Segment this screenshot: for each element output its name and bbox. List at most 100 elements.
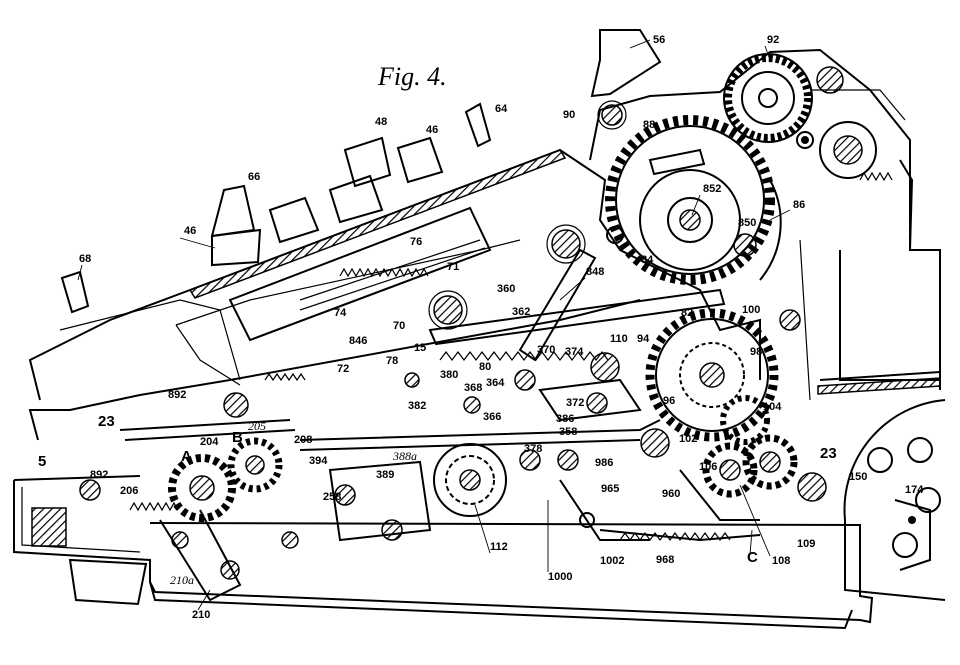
label-i205: 205 (248, 419, 266, 433)
label-l846: 846 (349, 335, 367, 347)
left-gear-train (79, 392, 296, 602)
gear-86 (605, 115, 782, 285)
label-l70: 70 (393, 320, 405, 332)
label-bB: B (232, 429, 243, 446)
pinion-gears (702, 434, 827, 502)
label-l102: 102 (679, 433, 697, 445)
label-l208: 208 (294, 434, 312, 446)
label-l106: 106 (699, 461, 717, 473)
foot-pad (68, 558, 148, 606)
label-l74: 74 (334, 307, 347, 319)
label-l206: 206 (120, 485, 138, 497)
label-i388a: 388a (392, 449, 417, 463)
key-46 (268, 196, 320, 244)
label-l94: 94 (637, 333, 650, 345)
label-l78: 78 (386, 355, 398, 367)
base-frame (13, 475, 874, 630)
label-l46a: 46 (426, 124, 438, 136)
right-upper-frame (589, 48, 941, 401)
label-l98: 98 (750, 346, 762, 358)
label-l48: 48 (375, 116, 387, 128)
label-l394: 394 (309, 455, 328, 467)
label-l852: 852 (703, 183, 721, 195)
label-l380: 380 (440, 369, 458, 381)
label-i210a: 210a (170, 573, 194, 587)
label-l84: 84 (641, 254, 654, 266)
key-64 (464, 102, 492, 148)
label-l56: 56 (653, 34, 665, 46)
label-l378: 378 (524, 443, 542, 455)
middle-mechanism (281, 224, 761, 549)
label-l382: 382 (408, 400, 426, 412)
label-l386: 386 (556, 413, 574, 425)
label-l80: 80 (479, 361, 491, 373)
label-l1002: 1002 (600, 555, 624, 567)
label-l76: 76 (410, 236, 422, 248)
key-56 (590, 29, 662, 98)
label-l108: 108 (772, 555, 790, 567)
label-l71: 71 (447, 261, 459, 273)
label-l68: 68 (79, 253, 91, 265)
label-l150: 150 (849, 471, 867, 483)
label-l986: 986 (595, 457, 613, 469)
key-48 (343, 136, 392, 188)
label-l66: 66 (248, 171, 260, 183)
label-b23a: 23 (98, 413, 115, 430)
label-l204: 204 (200, 436, 219, 448)
italic-reference-numerals: 205 388a 210a (170, 419, 417, 587)
platen-roller (597, 53, 877, 179)
label-l90: 90 (563, 109, 575, 121)
label-l110: 110 (610, 333, 628, 345)
label-l358: 358 (559, 426, 577, 438)
label-b5: 5 (38, 453, 46, 470)
label-l96: 96 (663, 395, 675, 407)
label-l88: 88 (643, 119, 655, 131)
label-l15: 15 (414, 342, 426, 354)
label-l109: 109 (797, 538, 815, 550)
label-l258: 258 (323, 491, 341, 503)
label-l86: 86 (793, 199, 805, 211)
foot-block (31, 507, 67, 547)
label-l64: 64 (495, 103, 508, 115)
label-l374: 374 (565, 346, 584, 358)
keyboard-keys (60, 29, 662, 314)
label-bC: C (747, 549, 758, 566)
leader-lines (77, 39, 791, 611)
label-l360: 360 (497, 283, 515, 295)
label-l100: 100 (742, 304, 760, 316)
label-l848: 848 (586, 266, 604, 278)
label-b23b: 23 (820, 445, 837, 462)
label-l1000: 1000 (548, 571, 572, 583)
label-l112: 112 (490, 541, 508, 553)
key-68 (60, 270, 90, 314)
label-l960: 960 (662, 488, 680, 500)
side-wheel (843, 399, 946, 601)
label-l370: 370 (537, 344, 555, 356)
label-l104: 104 (763, 401, 782, 413)
label-l174: 174 (905, 484, 924, 496)
label-l92: 92 (767, 34, 779, 46)
reference-numerals: 56 92 48 46 64 90 88 66 852 86 46 76 850 68 84 848 71 360… (79, 34, 924, 621)
label-l82: 82 (681, 307, 693, 319)
label-l46b: 46 (184, 225, 196, 237)
label-l210: 210 (192, 609, 210, 621)
gear-98 (645, 308, 801, 445)
label-l965: 965 (601, 483, 619, 495)
key-46-upper (396, 136, 444, 184)
label-l372: 372 (566, 397, 584, 409)
label-l366: 366 (483, 411, 501, 423)
figure-title: Fig. 4. (377, 62, 447, 91)
label-l389: 389 (376, 469, 394, 481)
label-l892a: 892 (168, 389, 186, 401)
label-l850: 850 (738, 217, 756, 229)
springs (129, 171, 893, 542)
label-l892b: 892 (90, 469, 108, 481)
label-l364: 364 (486, 377, 505, 389)
label-l362: 362 (512, 306, 530, 318)
label-l72: 72 (337, 363, 349, 375)
label-l368: 368 (464, 382, 482, 394)
label-l968: 968 (656, 554, 674, 566)
